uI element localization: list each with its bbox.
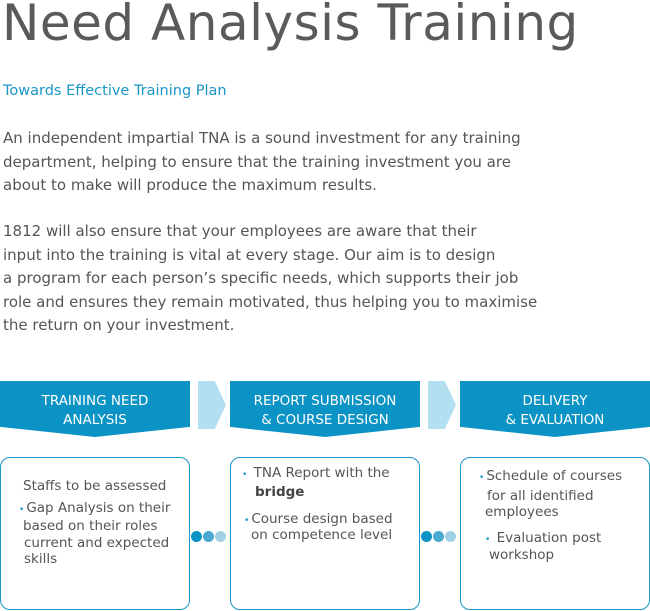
- stage-box-delivery-evaluation: •Schedule of courses for all identified …: [460, 457, 650, 610]
- item-text: TNA Report with the: [253, 465, 390, 481]
- list-item: employees: [485, 504, 559, 520]
- bullet-icon: •: [19, 505, 25, 515]
- text-line: about to make will produce the maximum r…: [3, 176, 377, 194]
- item-text: Schedule of courses: [486, 468, 623, 484]
- dot-icon: [445, 531, 456, 542]
- bullet-icon: •: [485, 535, 491, 545]
- aim-paragraph: 1812 will also ensure that your employee…: [3, 220, 537, 338]
- heading-line: REPORT SUBMISSION: [253, 393, 397, 409]
- dot-icon: [421, 531, 432, 542]
- text-line: department, helping to ensure that the t…: [3, 152, 511, 171]
- text-line: a program for each person’s specific nee…: [3, 269, 519, 287]
- bullet-icon: •: [242, 470, 248, 480]
- text-line: input into the training is vital at ever…: [3, 245, 496, 264]
- list-item: Staffs to be assessed: [23, 478, 167, 494]
- connector-dots: [421, 531, 456, 542]
- stage-header-report-submission: REPORT SUBMISSION & COURSE DESIGN: [230, 381, 420, 437]
- list-item: •Schedule of courses: [461, 468, 649, 486]
- text-line: the return on your investment.: [3, 316, 235, 334]
- dot-icon: [203, 531, 214, 542]
- item-text: Gap Analysis on their: [26, 500, 171, 516]
- list-item: for all identified: [487, 488, 594, 504]
- stage-header-delivery-evaluation: DELIVERY & EVALUATION: [460, 381, 650, 437]
- list-item: skills: [24, 551, 58, 567]
- dot-icon: [191, 531, 202, 542]
- item-text: Evaluation post: [496, 530, 602, 546]
- list-item: workshop: [489, 547, 555, 563]
- subtitle: Towards Effective Training Plan: [3, 83, 227, 99]
- text-line: role and ensures they remain motivated, …: [3, 292, 538, 311]
- list-item: based on their roles: [23, 518, 158, 534]
- item-text: Course design based: [251, 511, 393, 527]
- bullet-icon: •: [244, 516, 250, 526]
- dot-icon: [433, 531, 444, 542]
- heading-line: & COURSE DESIGN: [261, 412, 389, 428]
- heading-line: TRAINING NEED: [41, 393, 149, 409]
- dot-icon: [215, 531, 226, 542]
- stage-box-report-submission: • TNA Report with the bridge •Course des…: [230, 457, 420, 610]
- list-item: •Gap Analysis on their: [1, 500, 189, 518]
- chevron-right-icon: [428, 381, 456, 429]
- text-line: An independent impartial TNA is a sound …: [3, 129, 521, 147]
- list-item: • Evaluation post: [461, 530, 649, 548]
- list-item: current and expected: [24, 535, 170, 551]
- chevron-right-icon: [198, 381, 226, 429]
- heading-line: DELIVERY: [522, 393, 588, 409]
- text-line: 1812 will also ensure that your employee…: [3, 222, 477, 240]
- heading-line: & EVALUATION: [505, 412, 605, 428]
- list-item: •Course design based: [231, 511, 419, 529]
- connector-dots: [191, 531, 226, 542]
- bullet-icon: •: [479, 473, 485, 483]
- page-title: Need Analysis Training: [2, 0, 579, 52]
- stage-header-training-need-analysis: TRAINING NEED ANALYSIS: [0, 381, 190, 437]
- intro-paragraph: An independent impartial TNA is a sound …: [3, 127, 521, 198]
- list-item: on competence level: [251, 527, 393, 543]
- stage-box-training-need-analysis: Staffs to be assessed •Gap Analysis on t…: [0, 457, 190, 610]
- heading-line: ANALYSIS: [63, 412, 127, 428]
- list-item: • TNA Report with the: [231, 465, 419, 483]
- list-item: bridge: [255, 484, 305, 500]
